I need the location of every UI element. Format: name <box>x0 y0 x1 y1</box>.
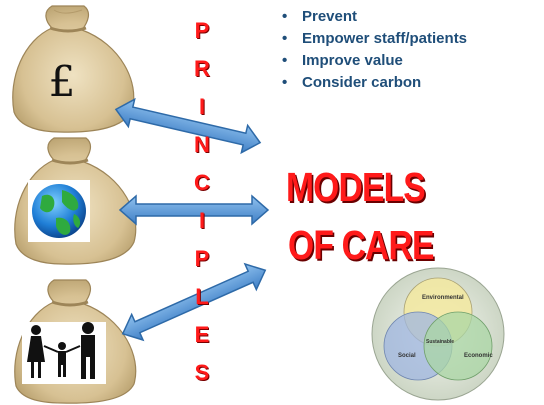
bullet-item: Improve value <box>278 50 467 72</box>
venn-circle-economic <box>423 311 493 381</box>
principles-letter: C <box>194 170 210 195</box>
double-arrow-bottom <box>121 262 267 342</box>
principles-letter: L <box>195 284 209 309</box>
venn-label-economic: Economic <box>464 353 493 359</box>
money-bag-middle <box>14 137 137 265</box>
bullet-item: Empower staff/patients <box>278 28 467 50</box>
principles-letter: I <box>198 94 206 119</box>
venn-label-sustainable: Sustainable <box>426 339 455 345</box>
globe-icon <box>28 180 90 242</box>
double-arrow-middle <box>118 194 270 226</box>
principles-letter: I <box>198 208 206 233</box>
principles-letter: N <box>194 132 210 157</box>
money-bags-illustration: £ <box>12 5 137 404</box>
venn-label-environmental: Environmental <box>422 295 464 301</box>
principles-letter: P <box>194 246 210 271</box>
family-icon <box>22 322 106 384</box>
sustainability-venn-diagram <box>371 267 505 401</box>
venn-label-social: Social <box>398 353 416 359</box>
bullet-item: Consider carbon <box>278 72 467 94</box>
pound-symbol: £ <box>49 57 76 106</box>
bullet-item: Prevent <box>278 6 467 28</box>
principles-letter: S <box>194 360 210 385</box>
money-bag-bottom <box>14 279 137 404</box>
models-of-care-line2: OF CARE <box>288 222 434 268</box>
principles-vertical-text: P R I N C I P L E S <box>187 20 217 400</box>
double-arrow-top <box>114 97 262 155</box>
models-of-care-line1: MODELS <box>286 164 426 210</box>
money-bag-top: £ <box>12 5 135 133</box>
objectives-list: Prevent Empower staff/patients Improve v… <box>278 6 467 94</box>
principles-letter: P <box>194 18 210 43</box>
principles-letter: R <box>194 56 210 81</box>
principles-letter: E <box>194 322 210 347</box>
